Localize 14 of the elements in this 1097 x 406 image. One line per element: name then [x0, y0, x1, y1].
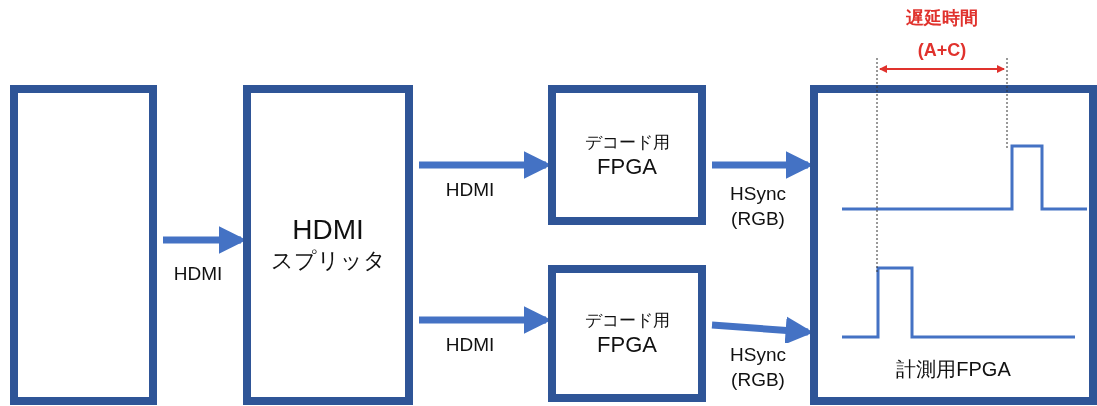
node-text: 計測用FPGA — [896, 357, 1011, 382]
process-box — [243, 85, 413, 405]
empty-box — [10, 85, 157, 405]
node-title: デコード用 — [584, 310, 670, 332]
process-box — [548, 265, 706, 402]
dimension-label: (A+C) — [916, 40, 968, 61]
dimension-label: 遅延時間 — [905, 7, 979, 30]
node-title: HDMI — [292, 214, 364, 246]
process-box — [810, 85, 1097, 405]
node-text: FPGA — [597, 153, 657, 180]
node-text: スプリッタ — [270, 247, 386, 275]
process-box — [548, 85, 706, 225]
node-title: デコード用 — [584, 131, 670, 154]
node-text: FPGA — [597, 332, 657, 358]
